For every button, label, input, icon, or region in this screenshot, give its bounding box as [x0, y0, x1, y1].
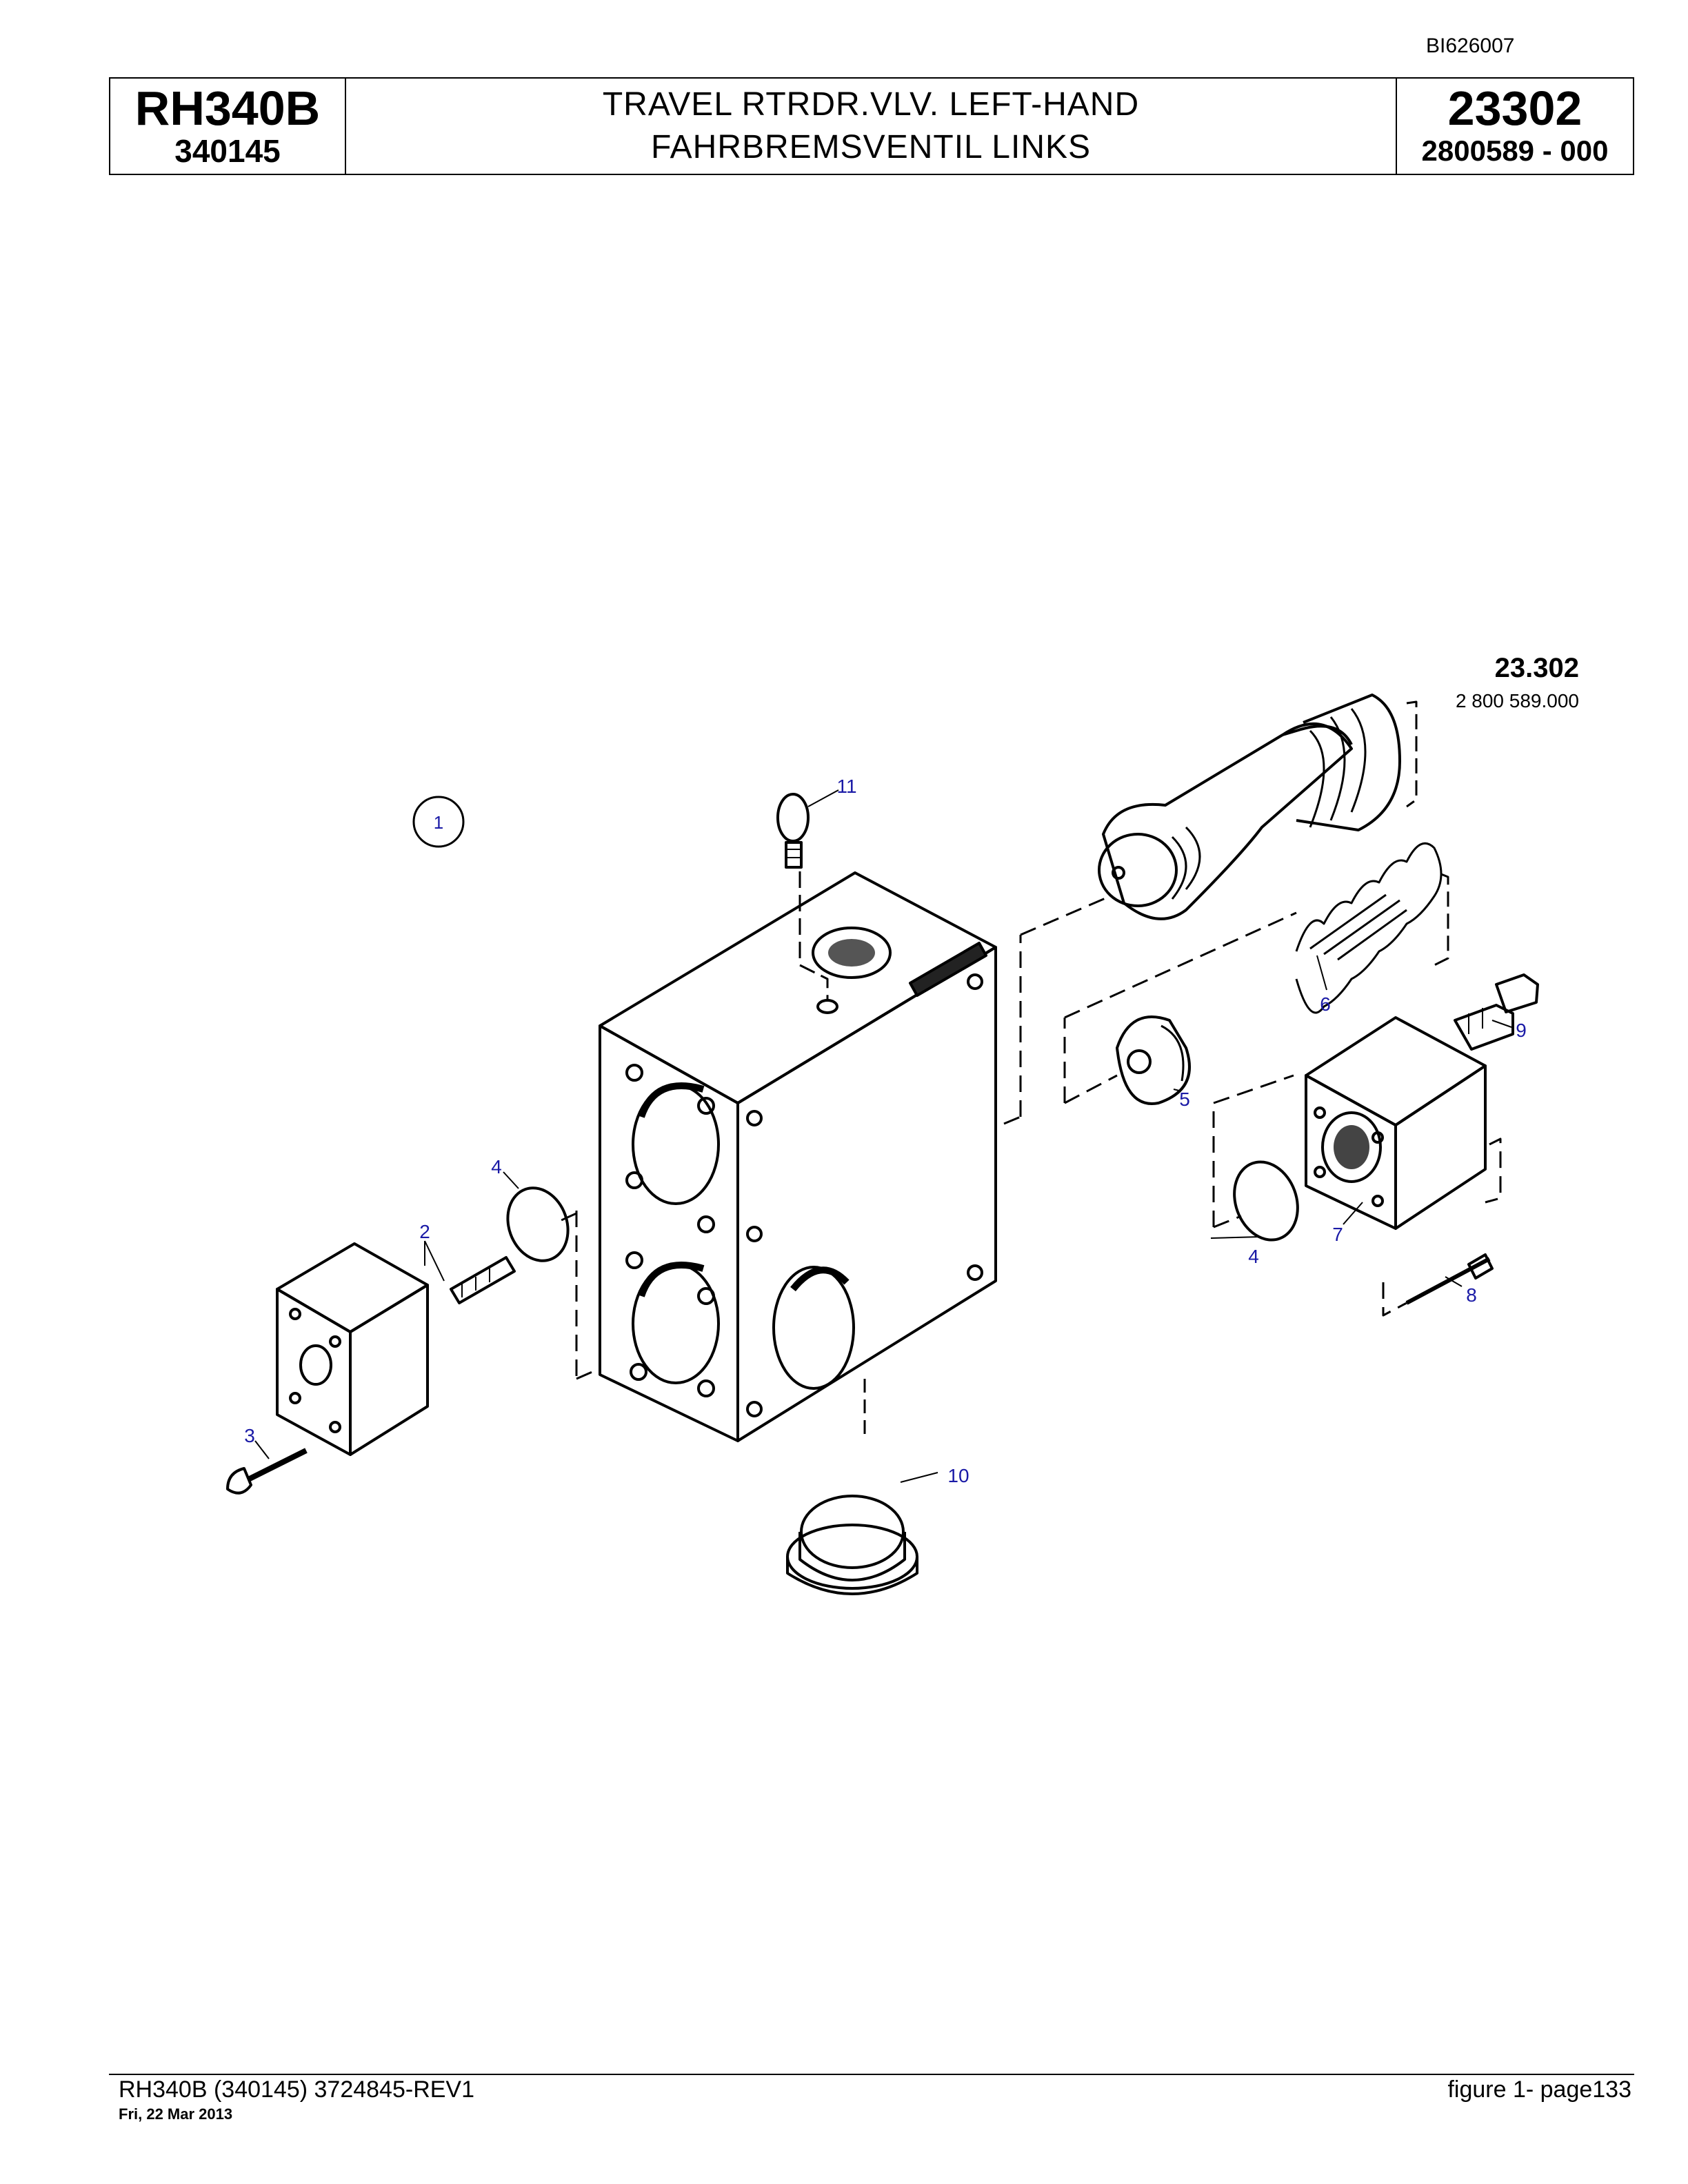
part-number: 2800589 - 000	[1421, 134, 1609, 167]
group-label: 23.302	[1495, 653, 1579, 683]
svg-text:1: 1	[434, 812, 443, 833]
valve-body	[599, 871, 997, 1442]
serial-number: 340145	[174, 133, 281, 169]
callout-3: 3	[244, 1425, 255, 1446]
title-english: TRAVEL RTRDR.VLV. LEFT-HAND	[602, 86, 1140, 123]
cap-screw-right	[1405, 1253, 1494, 1305]
footer-page-ref: figure 1- page133	[1447, 2076, 1631, 2103]
footer-rule	[109, 2074, 1634, 2075]
spool-piston	[1098, 694, 1418, 920]
document-id: BI626007	[1426, 34, 1515, 57]
callout-leaders	[254, 789, 1512, 1483]
callout-4-left: 4	[491, 1156, 502, 1177]
callout-2: 2	[419, 1221, 430, 1242]
title-cell: TRAVEL RTRDR.VLV. LEFT-HAND FAHRBREMSVEN…	[346, 79, 1396, 174]
adapter-block	[276, 1242, 429, 1456]
eye-bolt	[776, 793, 829, 1000]
footer-date: Fri, 22 Mar 2013	[119, 2105, 233, 2123]
callout-6: 6	[1320, 993, 1331, 1015]
pin	[450, 1256, 516, 1304]
hydraulic-fitting	[1454, 973, 1539, 1051]
group-part-number: 2 800 589.000	[1456, 690, 1579, 711]
assembly-callout: 1	[412, 796, 465, 848]
callout-10: 10	[947, 1465, 969, 1486]
o-ring-left	[506, 1186, 570, 1262]
title-german: FAHRBREMSVENTIL LINKS	[650, 129, 1092, 165]
group-cell: 23302 2800589 - 000	[1396, 79, 1633, 174]
callout-5: 5	[1179, 1089, 1190, 1110]
valve-plug	[1116, 1015, 1191, 1105]
callout-4-right: 4	[1248, 1246, 1259, 1267]
screw-plug	[786, 1379, 918, 1595]
callout-11: 11	[836, 776, 856, 797]
spring	[1295, 842, 1449, 1014]
model-number: RH340B	[134, 81, 321, 135]
title-block: RH340B 340145 TRAVEL RTRDR.VLV. LEFT-HAN…	[109, 77, 1634, 175]
callout-9: 9	[1516, 1020, 1527, 1041]
group-number: 23302	[1447, 81, 1582, 135]
cap-screw-left	[226, 1448, 308, 1495]
assembly-lines	[561, 895, 1502, 1380]
callout-8: 8	[1466, 1284, 1477, 1306]
cover-block	[1305, 1016, 1487, 1230]
model-cell: RH340B 340145	[110, 79, 346, 174]
callout-7: 7	[1332, 1224, 1343, 1245]
footer-document-ref: RH340B (340145) 3724845-REV1	[119, 2076, 475, 2103]
o-ring-right	[1233, 1160, 1299, 1242]
